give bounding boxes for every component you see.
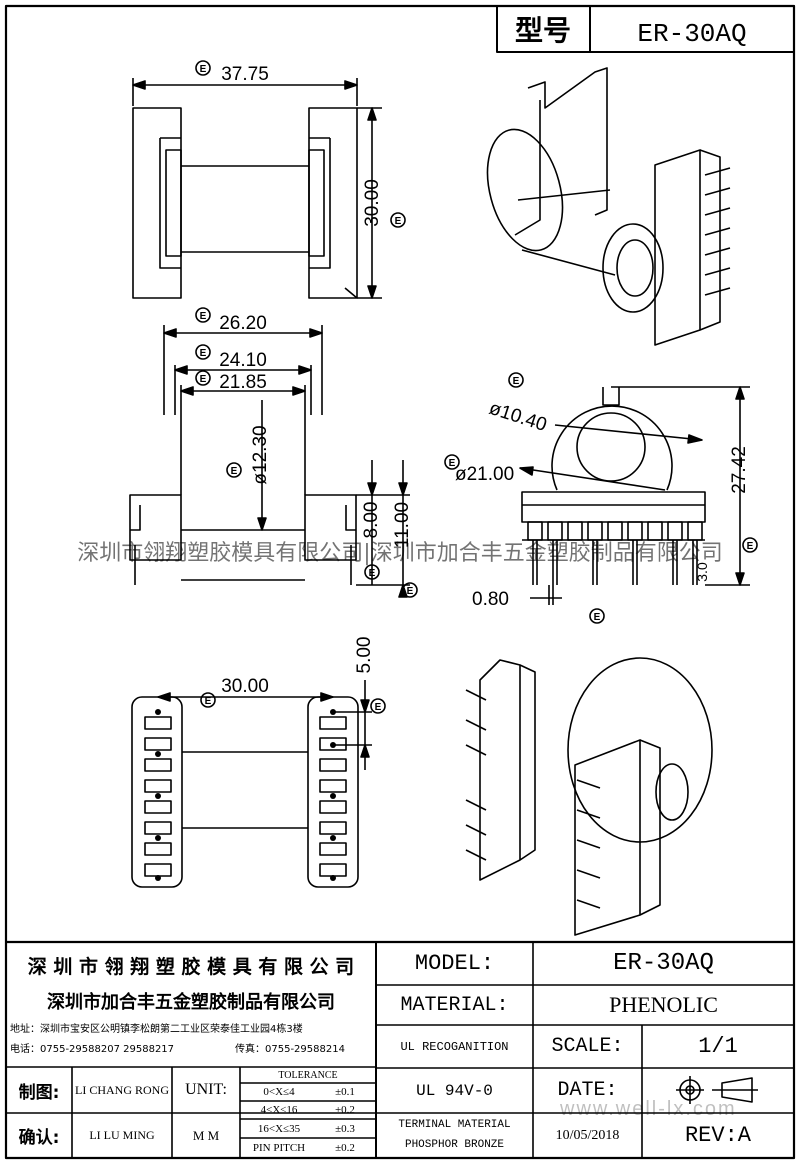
watermark-url: www.well-lx.com (560, 1098, 737, 1120)
dim-height-side: 27.42 (729, 446, 750, 494)
e-marker: E (200, 311, 207, 322)
pin-view (131, 696, 359, 888)
iso-view-top (486, 67, 731, 346)
tol-value-4: ±0.2 (335, 1141, 355, 1154)
scale-label: SCALE: (551, 1035, 624, 1058)
e-marker: E (200, 348, 207, 359)
company-tel: 电话：0755-29588207 29588217 (10, 1043, 175, 1055)
e-marker: E (395, 216, 402, 227)
side-view-top (132, 107, 358, 299)
date-label: DATE: (557, 1079, 618, 1102)
iso-view-bottom (465, 657, 713, 936)
revision: REV:A (642, 1113, 794, 1158)
dim-core-dia: ø12.30 (250, 425, 271, 484)
dim-h11: 11.00 (392, 502, 413, 548)
tol-range-3: 16<X≤35 (257, 1122, 301, 1135)
checked-name: LI LU MING (89, 1128, 155, 1142)
tol-range-2: 4<X≤16 (260, 1104, 298, 1116)
header-model-value: ER-30AQ (637, 19, 746, 49)
tol-range-4: PIN PITCH (252, 1141, 306, 1154)
e-marker: E (594, 612, 601, 623)
dim-w3: 21.85 (219, 372, 267, 393)
e-marker: E (407, 586, 414, 597)
title-block-grid (6, 940, 794, 1158)
watermark-text: 深圳市翎翔塑胶模具有限公司|深圳市加合丰五金塑胶制品有限公司 (77, 541, 723, 566)
dim-h8: 8.00 (361, 502, 382, 539)
company-name-2: 深圳市加合丰五金塑胶制品有限公司 (47, 992, 335, 1013)
e-markers (195, 60, 758, 714)
dim-w2: 24.10 (219, 350, 267, 371)
material-value: PHENOLIC (609, 992, 718, 1017)
company-name-1: 深 圳 市 翎 翔 塑 胶 模 具 有 限 公 司 (27, 955, 355, 978)
header-model-box (496, 5, 795, 53)
drawn-name: LI CHANG RONG (75, 1082, 169, 1097)
e-marker: E (205, 696, 212, 707)
e-marker: E (375, 702, 382, 713)
ul-value: UL 94V-0 (416, 1081, 493, 1100)
dim-pitch-small: 3.0 (694, 562, 710, 582)
tolerance-title: TOLERANCE (278, 1069, 338, 1081)
dim-bottom-5: 5.00 (354, 637, 375, 674)
e-marker: E (200, 64, 207, 75)
tol-value-2: ±0.2 (335, 1104, 355, 1116)
dim-pin-width: 0.80 (472, 589, 509, 610)
e-marker: E (200, 374, 207, 385)
scale-value: 1/1 (698, 1034, 738, 1059)
tol-value-3: ±0.3 (335, 1122, 355, 1135)
header-model-label: 型号 (515, 14, 571, 47)
drawn-label: 制图: (18, 1082, 60, 1103)
tol-range-1: 0<X≤4 (263, 1086, 295, 1098)
e-marker: E (231, 466, 238, 477)
rev-label: REV: (684, 1123, 738, 1148)
e-marker: E (747, 541, 754, 552)
sheet-border (4, 4, 796, 1160)
ul-label: UL RECOGANITION (400, 1039, 509, 1054)
tol-value-1: ±0.1 (335, 1086, 355, 1098)
model-label: MODEL: (414, 951, 495, 976)
company-fax: 传真：0755-29588214 (235, 1043, 345, 1055)
terminal-material-line2: PHOSPHOR BRONZE (404, 1139, 505, 1151)
front-view (129, 325, 357, 585)
rev-value: A (737, 1123, 751, 1148)
end-view (521, 387, 706, 585)
checked-label: 确认: (18, 1128, 60, 1148)
material-label: MATERIAL: (400, 993, 509, 1017)
unit-value: M M (192, 1127, 220, 1143)
dim-bottom-width: 30.00 (221, 676, 269, 697)
e-marker: E (513, 376, 520, 387)
model-value: ER-30AQ (613, 950, 714, 977)
e-marker: E (369, 568, 376, 579)
e-marker: E (449, 458, 456, 469)
terminal-material-line1: TERMINAL MATERIAL (398, 1119, 511, 1131)
date-value: 10/05/2018 (555, 1127, 620, 1143)
company-address: 地址：深圳市宝安区公明镇李松朗第二工业区荣泰佳工业园4栋3楼 (10, 1023, 303, 1035)
dim-w1: 26.20 (219, 313, 267, 334)
unit-label: UNIT: (185, 1081, 227, 1098)
dim-height-top: 30.00 (362, 179, 383, 227)
dim-dia-small: ø10.40 (486, 398, 549, 436)
dim-dia-large: ø21.00 (455, 464, 514, 485)
dim-width-top: 37.75 (221, 64, 269, 85)
